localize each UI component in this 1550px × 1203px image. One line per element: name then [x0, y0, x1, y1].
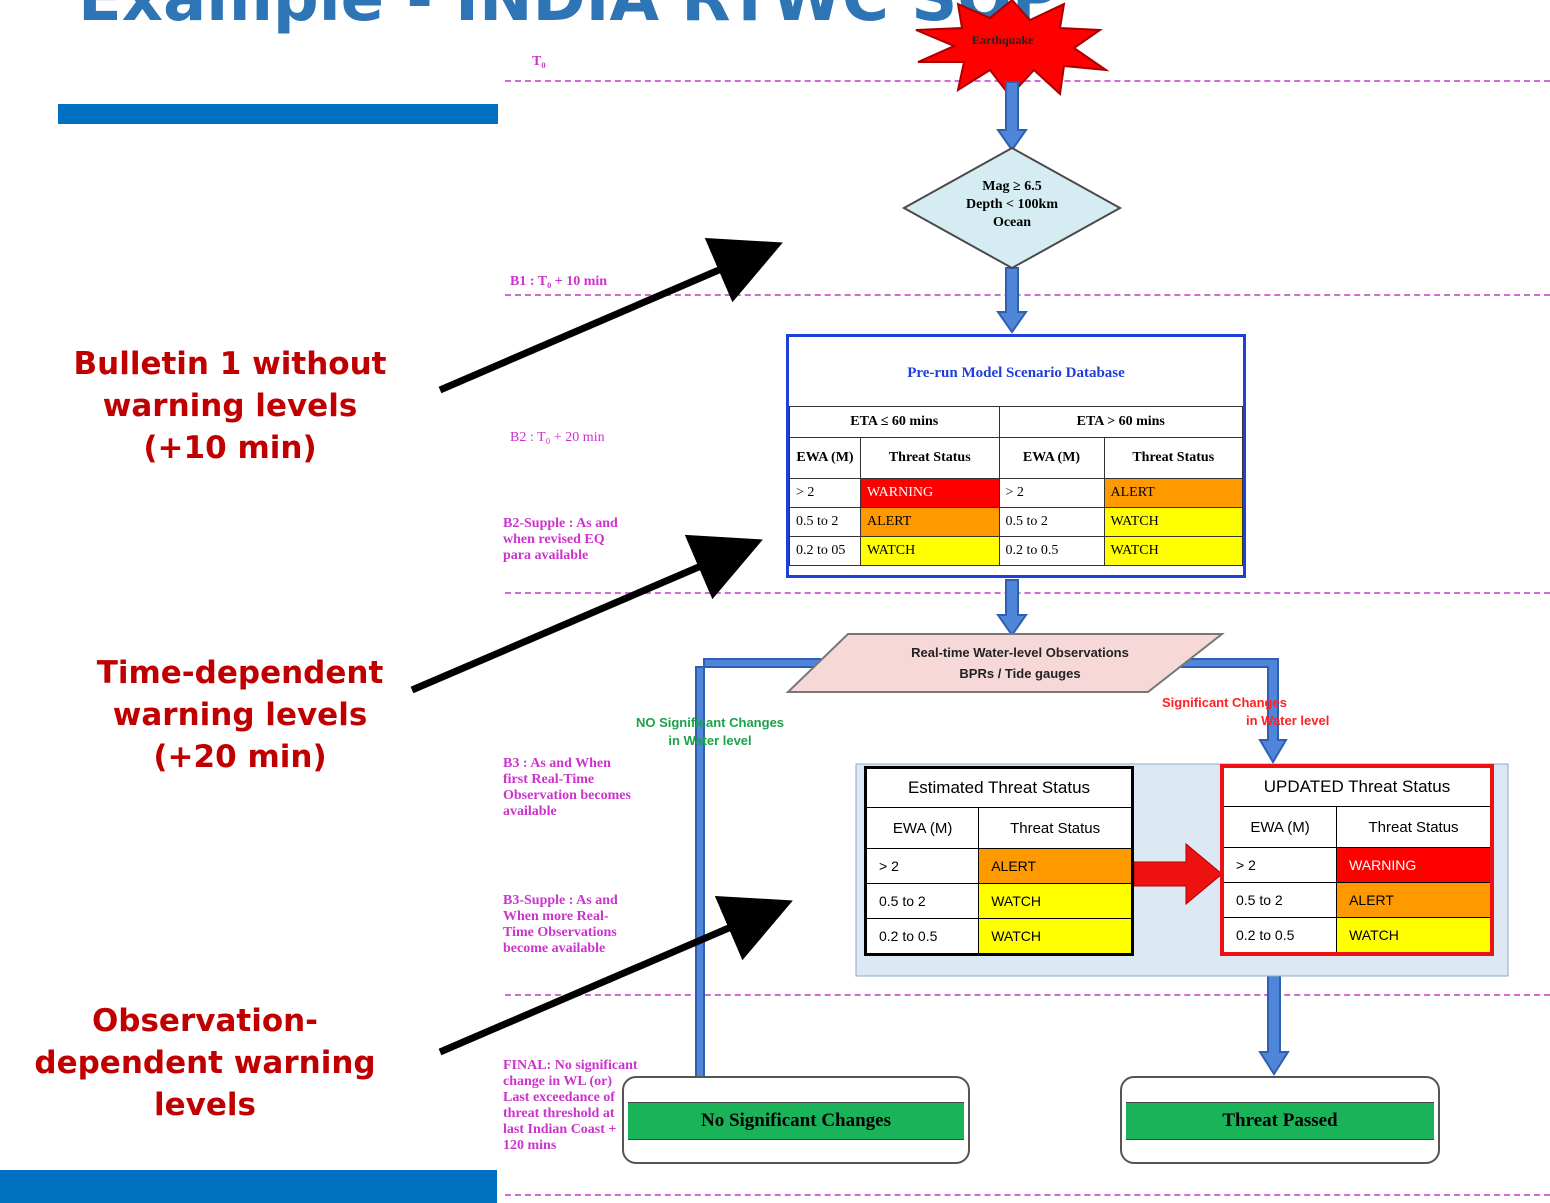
table-row: 0.2 to 05 WATCH 0.2 to 0.5 WATCH — [789, 536, 1243, 566]
ewa-cell: 0.2 to 0.5 — [998, 536, 1105, 566]
phase-label-b2: B2 : T₀ + 20 min — [510, 430, 605, 445]
phase-line-b3 — [505, 994, 1550, 996]
phase-label-b1: B1 : T₀ + 10 min — [510, 274, 608, 289]
ewa-cell: > 2 — [998, 478, 1105, 508]
status-cell: WATCH — [1103, 507, 1243, 537]
ewa-cell: 0.2 to 0.5 — [1221, 917, 1338, 955]
phase-line-final — [505, 1194, 1550, 1196]
ewa-cell: 0.5 to 2 — [1221, 882, 1338, 918]
annotation-arrow-1 — [438, 237, 783, 394]
title-underline-bar — [58, 104, 498, 124]
ewa-header: EWA (M) — [864, 807, 980, 849]
table-row: 0.2 to 0.5 WATCH — [1221, 917, 1493, 955]
estimated-threat-title: Estimated Threat Status — [865, 767, 1133, 808]
table-row: > 2 WARNING > 2 ALERT — [789, 478, 1243, 508]
threat-status-header: Threat Status — [1103, 437, 1243, 479]
table-row: 0.5 to 2 ALERT 0.5 to 2 WATCH — [789, 507, 1243, 537]
earthquake-label: Earthquake — [972, 33, 1034, 47]
arrow-decision-to-db — [996, 267, 1028, 334]
status-cell: WARNING — [1336, 847, 1493, 883]
arrow-obs-right-branch — [1144, 658, 1288, 764]
status-cell: WATCH — [978, 918, 1133, 955]
updated-threat-table: UPDATED Threat Status EWA (M) Threat Sta… — [1220, 764, 1494, 956]
status-cell: WATCH — [1103, 536, 1243, 566]
status-cell: ALERT — [1336, 882, 1493, 918]
status-cell: ALERT — [1103, 478, 1243, 508]
arrow-estimated-to-updated — [1133, 842, 1223, 906]
ewa-cell: > 2 — [864, 848, 980, 884]
phase-line-t0 — [505, 80, 1550, 82]
flow-arrows — [686, 81, 1290, 1105]
ewa-cell: 0.5 to 2 — [998, 507, 1105, 537]
outcome-no-significant-changes: No Significant Changes — [622, 1076, 970, 1164]
ewa-cell: 0.5 to 2 — [789, 507, 861, 537]
status-cell: WATCH — [978, 883, 1133, 919]
status-cell: ALERT — [860, 507, 1000, 537]
status-cell: WATCH — [1336, 917, 1493, 955]
eta-long-header: ETA > 60 mins — [998, 406, 1243, 438]
table-row: > 2 ALERT — [864, 848, 1133, 884]
annotation-arrow-2 — [410, 534, 763, 694]
table-row: 0.2 to 0.5 WATCH — [864, 918, 1133, 955]
ewa-header: EWA (M) — [1221, 806, 1338, 848]
outcome-threat-passed: Threat Passed — [1120, 1076, 1440, 1164]
status-cell: WATCH — [860, 536, 1000, 566]
observations-parallelogram — [785, 633, 1225, 693]
table-row: 0.5 to 2 ALERT — [1221, 882, 1493, 918]
phase-label-t0: T₀ — [532, 54, 546, 69]
arrow-quake-to-decision — [996, 81, 1028, 152]
threat-status-header: Threat Status — [1336, 806, 1493, 848]
page-title: Example - INDIA RTWC SOP — [78, 0, 1059, 36]
ewa-cell: 0.2 to 0.5 — [864, 918, 980, 955]
status-cell: WARNING — [860, 478, 1000, 508]
table-row: > 2 WARNING — [1221, 847, 1493, 883]
scenario-database-table: ETA ≤ 60 mins ETA > 60 mins EWA (M) Thre… — [789, 406, 1243, 566]
table-row: 0.5 to 2 WATCH — [864, 883, 1133, 919]
annotation-arrow-3 — [438, 895, 793, 1056]
eta-short-header: ETA ≤ 60 mins — [789, 406, 1000, 438]
threat-status-header: Threat Status — [978, 807, 1133, 849]
scenario-database-title: Pre-run Model Scenario Database — [907, 365, 1125, 381]
arrow-db-to-obs — [996, 579, 1028, 637]
status-cell: ALERT — [978, 848, 1133, 884]
footer-bar — [0, 1170, 497, 1203]
updated-threat-title: UPDATED Threat Status — [1221, 765, 1493, 807]
ewa-cell: 0.5 to 2 — [864, 883, 980, 919]
estimated-threat-table: Estimated Threat Status EWA (M) Threat S… — [864, 766, 1134, 956]
outcome-label: No Significant Changes — [628, 1102, 964, 1140]
ewa-cell: > 2 — [789, 478, 861, 508]
ewa-cell: > 2 — [1221, 847, 1338, 883]
threat-status-header: Threat Status — [860, 437, 1000, 479]
phase-line-b1 — [505, 294, 1550, 296]
ewa-header: EWA (M) — [998, 437, 1105, 479]
phase-line-b2 — [505, 592, 1550, 594]
outcome-label: Threat Passed — [1126, 1102, 1434, 1140]
arrow-updated-to-passed — [1258, 974, 1290, 1076]
scenario-database-box: Pre-run Model Scenario Database ETA ≤ 60… — [786, 334, 1246, 578]
ewa-header: EWA (M) — [789, 437, 861, 479]
ewa-cell: 0.2 to 05 — [789, 536, 861, 566]
decision-diamond — [901, 146, 1123, 270]
